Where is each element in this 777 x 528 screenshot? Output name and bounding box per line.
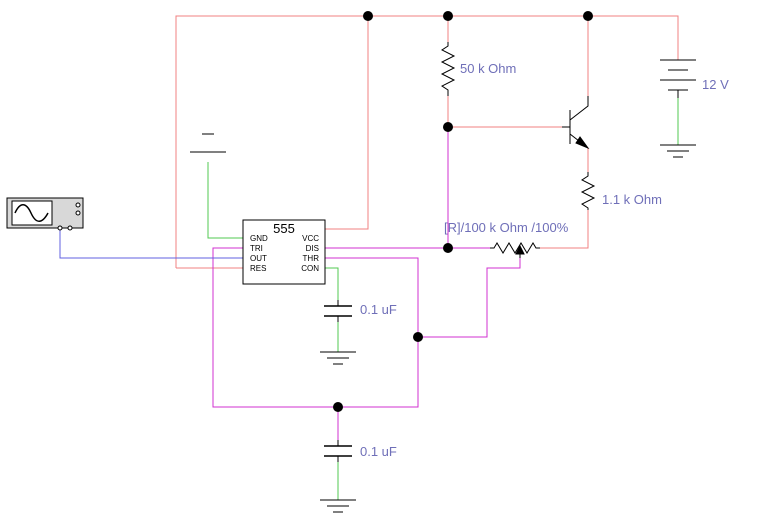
pin-con: CON	[301, 264, 319, 273]
chip-name: 555	[273, 221, 295, 236]
ground-icon	[320, 351, 356, 365]
potentiometer-icon[interactable]	[490, 242, 540, 258]
resistor-50k-label: 50 k Ohm	[460, 61, 516, 76]
potentiometer-label: [R]/100 k Ohm /100%	[444, 220, 569, 235]
ground-icon	[660, 144, 696, 158]
oscilloscope-icon[interactable]	[6, 197, 84, 231]
pin-tri: TRI	[250, 244, 263, 253]
pin-out: OUT	[250, 254, 267, 263]
pin-dis: DIS	[306, 244, 319, 253]
timer-555-chip[interactable]: 555 GND TRI OUT RES VCC DIS THR CON	[242, 219, 326, 285]
junction-dots	[333, 11, 593, 412]
signal-wires	[212, 127, 521, 440]
power-wires	[175, 15, 679, 269]
npn-transistor-icon[interactable]	[562, 96, 590, 150]
battery-label: 12 V	[702, 77, 729, 92]
ground-icon	[190, 133, 226, 153]
resistor-1k1[interactable]	[580, 172, 596, 210]
ground-wires	[207, 98, 679, 500]
capacitor-2[interactable]	[324, 440, 352, 462]
pin-vcc: VCC	[302, 234, 319, 243]
pin-thr: THR	[303, 254, 320, 263]
resistor-50k[interactable]	[440, 42, 456, 96]
pin-res: RES	[250, 264, 266, 273]
capacitor-2-label: 0.1 uF	[360, 444, 397, 459]
ground-icon	[320, 499, 356, 513]
capacitor-1[interactable]	[324, 300, 352, 322]
resistor-1k1-label: 1.1 k Ohm	[602, 192, 662, 207]
scope-wire	[59, 228, 243, 259]
capacitor-1-label: 0.1 uF	[360, 302, 397, 317]
battery-icon[interactable]	[660, 59, 696, 98]
pin-gnd: GND	[250, 234, 268, 243]
